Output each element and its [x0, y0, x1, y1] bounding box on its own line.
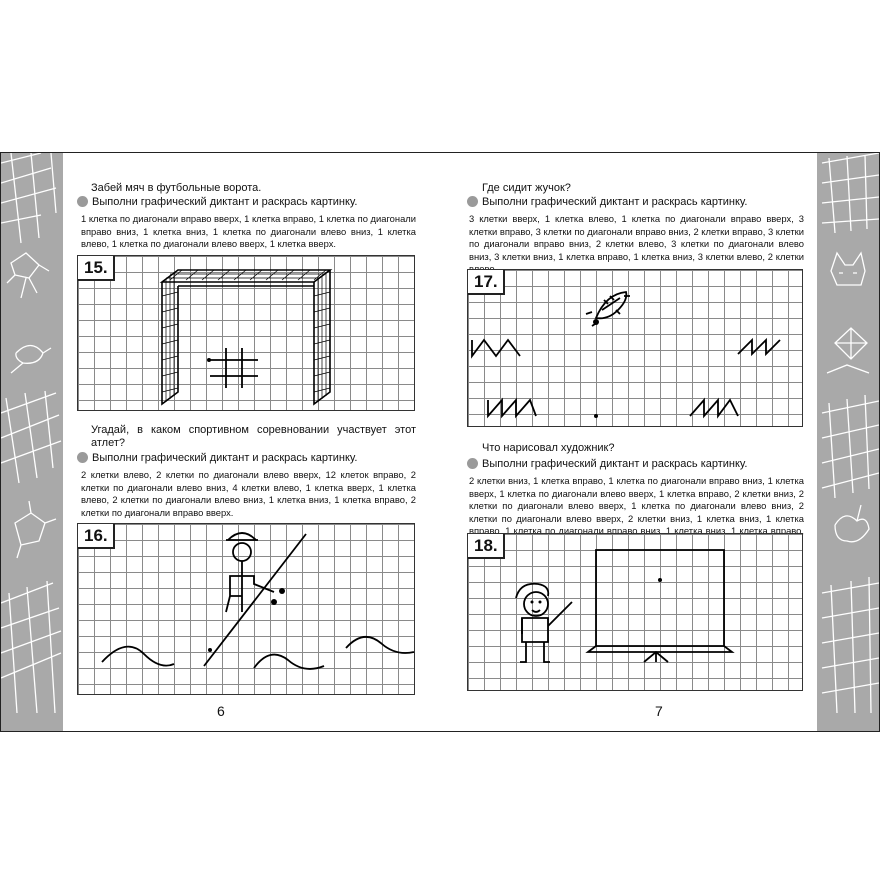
task-18-number: 18.: [468, 534, 505, 559]
cat-doodle-icon: [821, 153, 879, 714]
task-17-number: 17.: [468, 270, 505, 295]
task-17-title: Где сидит жучок?: [482, 182, 571, 194]
task-16-grid: 16.: [77, 523, 415, 695]
bullet-icon: [77, 452, 88, 463]
task-18-instruction: Выполни графический диктант и раскрась к…: [467, 458, 747, 471]
task-15-grid: 15.: [77, 255, 415, 411]
right-decorative-border: [817, 153, 879, 731]
workbook-spread: Забей мяч в футбольные ворота. Выполни г…: [0, 152, 880, 732]
artist-drawing: [515, 549, 735, 663]
task-17-grid: 17.: [467, 269, 803, 427]
beetle-drawing: [471, 291, 781, 419]
task-15-title: Забей мяч в футбольные ворота.: [91, 182, 262, 194]
page-number-left: 6: [217, 703, 225, 719]
bullet-icon: [467, 196, 478, 207]
bullet-icon: [77, 196, 88, 207]
task-16-dictation: 2 клетки влево, 2 клетки по диагонали вл…: [81, 469, 416, 518]
task-18-instruction-text: Выполни графический диктант и раскрась к…: [482, 458, 748, 470]
left-decorative-border: [1, 153, 63, 731]
task-18-grid: 18.: [467, 533, 803, 691]
goal-drawing: [159, 269, 333, 406]
task-18-title: Что нарисовал художник?: [482, 442, 615, 454]
task-17-instruction: Выполни графический диктант и раскрась к…: [467, 196, 747, 209]
task-15-dictation: 1 клетка по диагонали вправо вверх, 1 кл…: [81, 213, 416, 250]
task-16-instruction: Выполни графический диктант и раскрась к…: [77, 452, 357, 465]
task-17-instruction-text: Выполни графический диктант и раскрась к…: [482, 196, 748, 208]
task-15-instruction: Выполни графический диктант и раскрась к…: [77, 196, 357, 209]
task-15-number: 15.: [78, 256, 115, 281]
task-16-instruction-text: Выполни графический диктант и раскрась к…: [92, 452, 358, 464]
task-16-title: Угадай, в каком спортивном соревновании …: [91, 424, 416, 449]
task-16-number: 16.: [78, 524, 115, 549]
task-15-instruction-text: Выполни графический диктант и раскрась к…: [92, 196, 358, 208]
frog-doodle-icon: [1, 153, 62, 714]
page-number-right: 7: [655, 703, 663, 719]
athlete-drawing: [101, 532, 415, 670]
bullet-icon: [467, 458, 478, 469]
task-17-dictation: 3 клетки вверх, 1 клетка влево, 1 клетка…: [469, 213, 804, 274]
